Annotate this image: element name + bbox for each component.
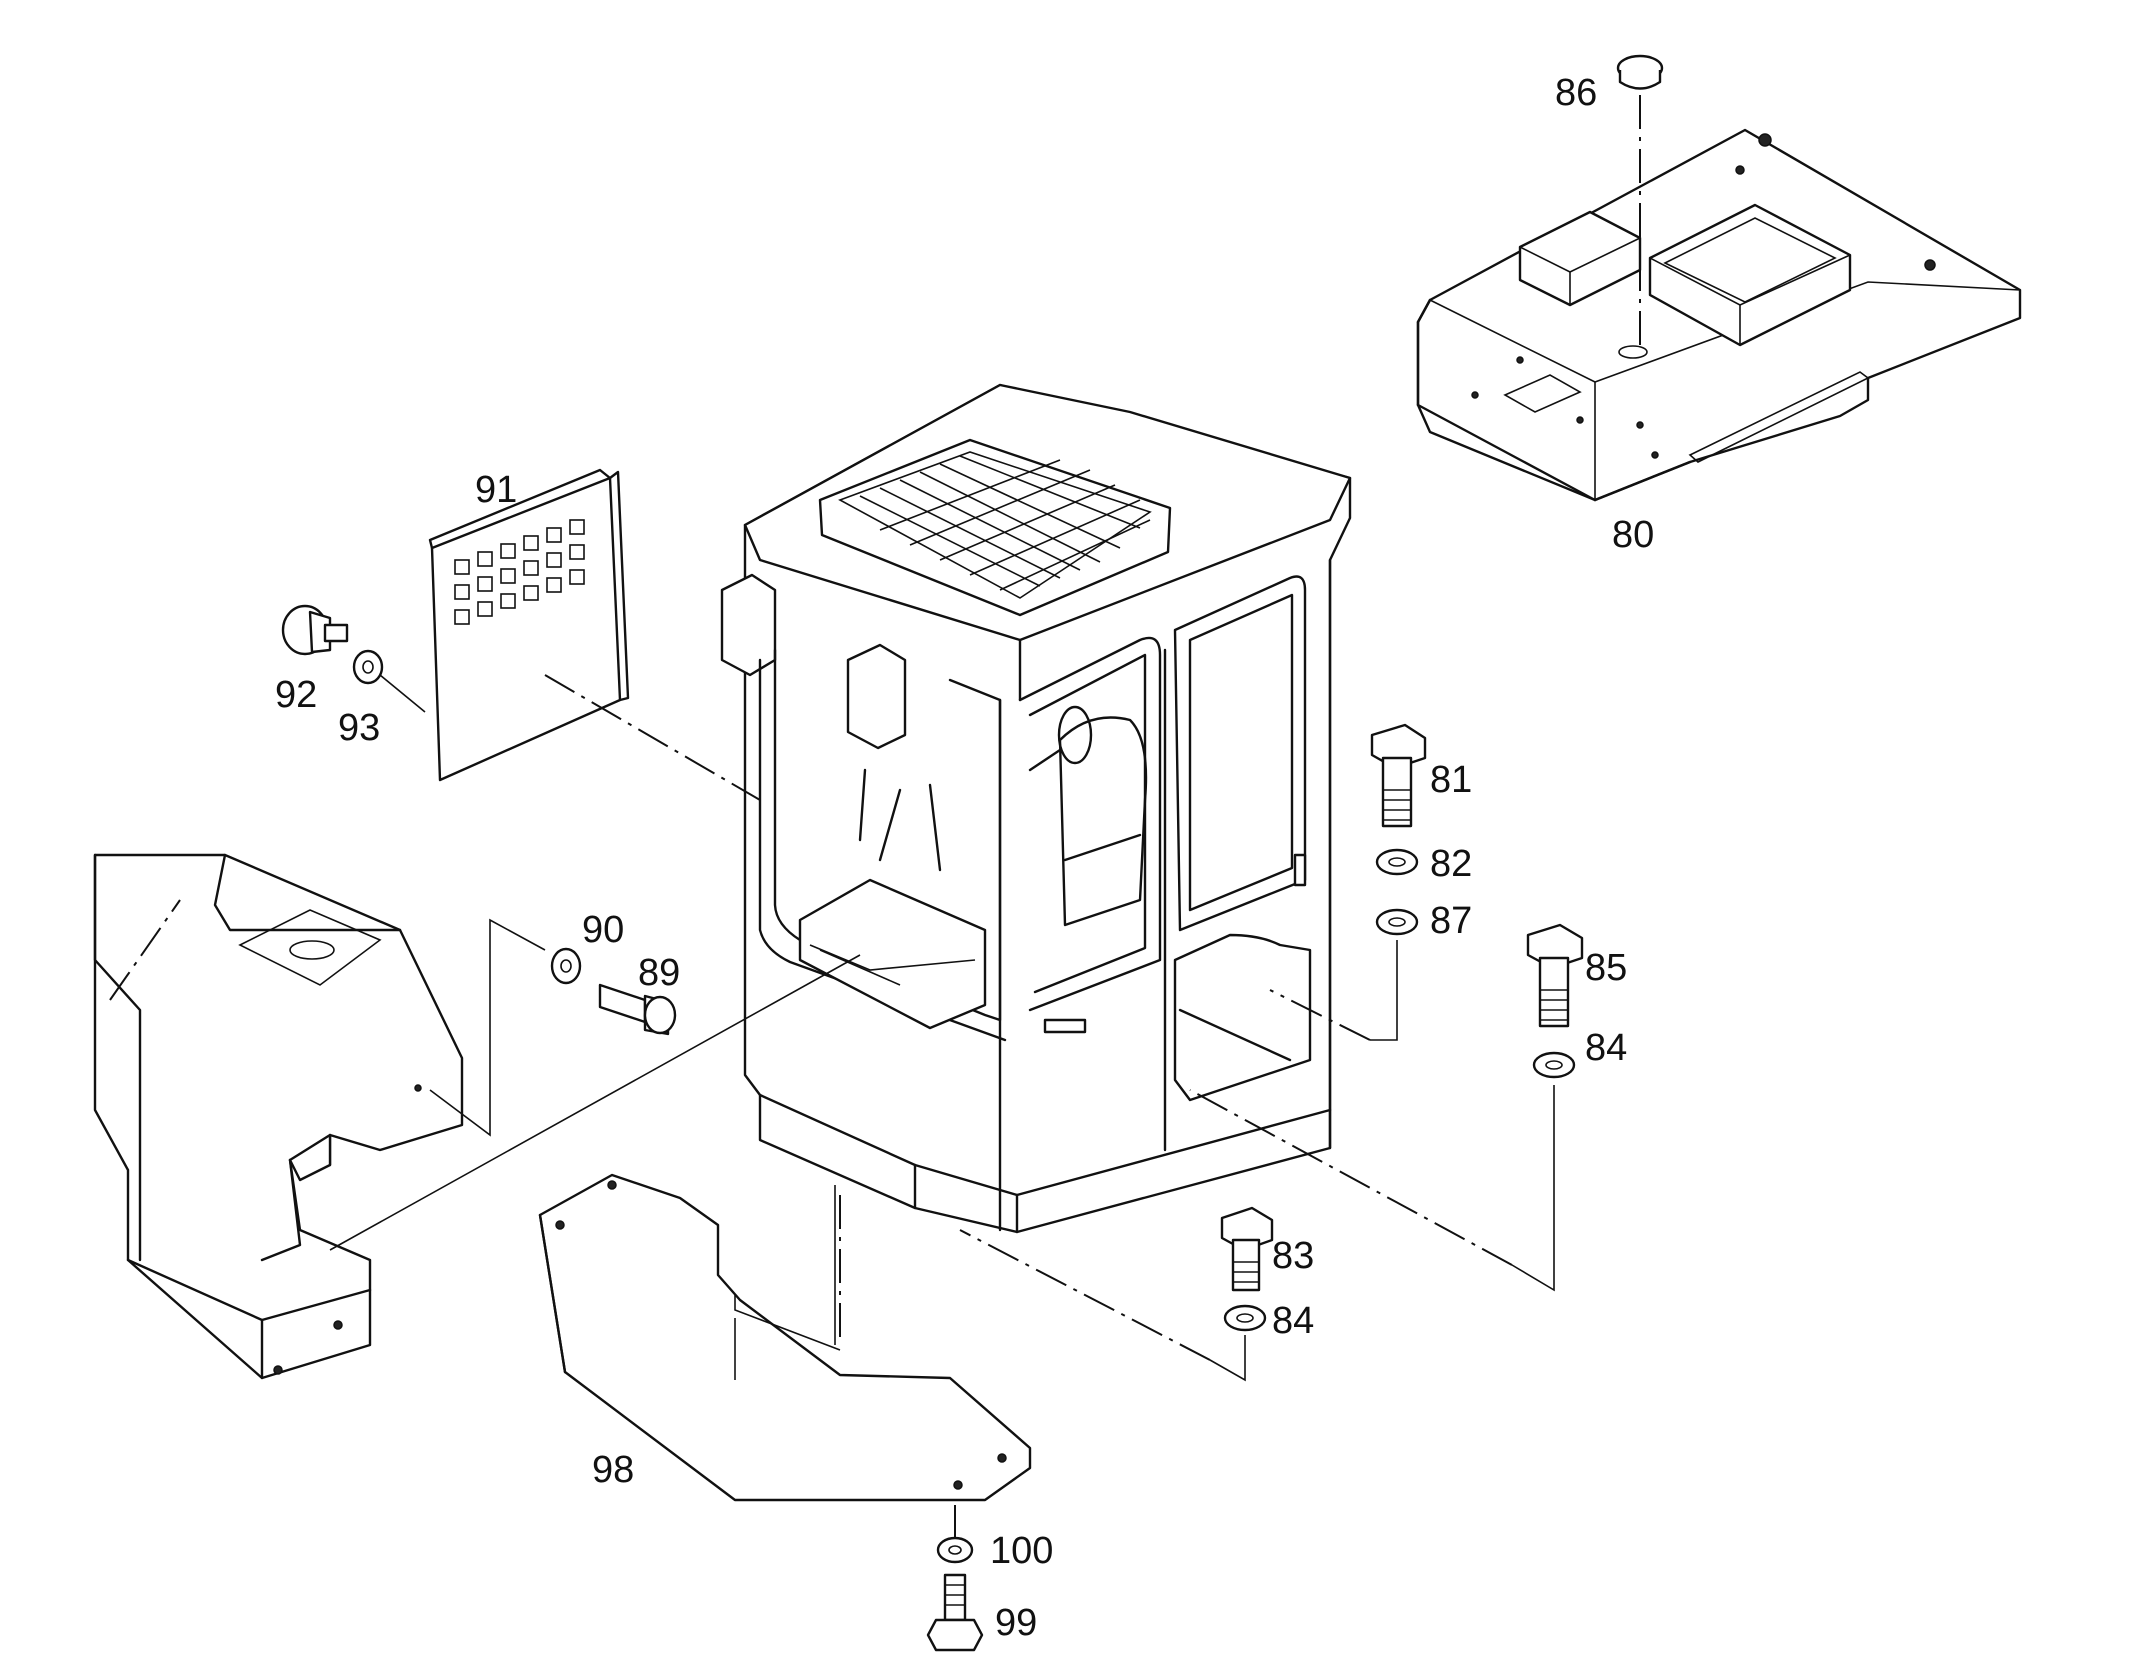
label-87: 87 bbox=[1430, 900, 1472, 942]
grille-holes bbox=[454, 519, 585, 625]
label-98: 98 bbox=[592, 1449, 634, 1491]
knob-part-92 bbox=[281, 604, 349, 656]
bolt-part-89 bbox=[598, 983, 677, 1036]
label-80: 80 bbox=[1612, 514, 1654, 556]
plug-part-86 bbox=[1616, 54, 1664, 350]
washer-part-84-center bbox=[959, 1229, 1267, 1382]
bolt-part-83 bbox=[1220, 1206, 1274, 1292]
bolt-part-81 bbox=[1370, 723, 1427, 828]
operator-cab bbox=[720, 383, 1352, 1234]
floor-plate-part-98 bbox=[538, 1173, 1032, 1502]
part-labels: 80 81 82 83 84 84 85 86 87 89 90 91 92 9… bbox=[275, 72, 1654, 1644]
label-82: 82 bbox=[1430, 843, 1472, 885]
label-84-right: 84 bbox=[1585, 1027, 1627, 1069]
label-89: 89 bbox=[638, 952, 680, 994]
label-85: 85 bbox=[1585, 947, 1627, 989]
label-92: 92 bbox=[275, 674, 317, 716]
label-99: 99 bbox=[995, 1602, 1037, 1644]
label-83: 83 bbox=[1272, 1235, 1314, 1277]
base-plate-part-80 bbox=[1416, 128, 2022, 502]
bolt-part-85 bbox=[1526, 923, 1584, 1028]
grille-panel-part-91 bbox=[428, 468, 761, 801]
label-86: 86 bbox=[1555, 72, 1597, 114]
washer-part-82 bbox=[1375, 848, 1419, 876]
washer-part-93 bbox=[352, 649, 426, 713]
roof-grille-hatch bbox=[859, 455, 1151, 591]
bolt-part-99 bbox=[926, 1573, 984, 1652]
label-100: 100 bbox=[990, 1530, 1053, 1572]
label-91: 91 bbox=[475, 469, 517, 511]
label-84-center: 84 bbox=[1272, 1300, 1314, 1342]
washer-part-90 bbox=[550, 947, 582, 985]
washer-part-100 bbox=[936, 1505, 974, 1564]
label-90: 90 bbox=[582, 909, 624, 951]
washer-part-84-right bbox=[1189, 1051, 1576, 1292]
pedestal-console bbox=[93, 853, 861, 1380]
washer-part-87 bbox=[1269, 908, 1419, 1041]
label-93: 93 bbox=[338, 707, 380, 749]
label-81: 81 bbox=[1430, 759, 1472, 801]
